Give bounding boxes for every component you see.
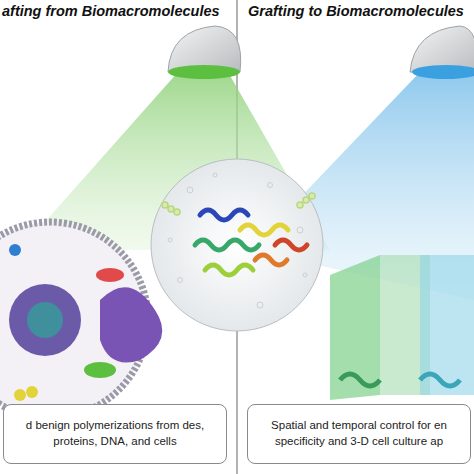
box-text: Spatial and temporal control for en spec… [254, 418, 464, 449]
reaction-circle [151, 159, 323, 331]
panel-heading: afting from Biomacromolecules [2, 3, 220, 19]
hydrogel-blocks [330, 255, 474, 400]
summary-box: d benign polymerizations from des, prote… [3, 404, 227, 464]
summary-box: Spatial and temporal control for en spec… [247, 404, 471, 464]
cell [0, 222, 162, 418]
box-text: d benign polymerizations from des, prote… [10, 418, 220, 449]
bubbles [168, 173, 307, 308]
protein [195, 210, 307, 275]
lamp-lens [168, 65, 240, 79]
polymer-chains [162, 193, 315, 215]
panel-heading: Grafting to Biomacromolecules [248, 3, 464, 19]
lamp-lens [412, 65, 474, 79]
